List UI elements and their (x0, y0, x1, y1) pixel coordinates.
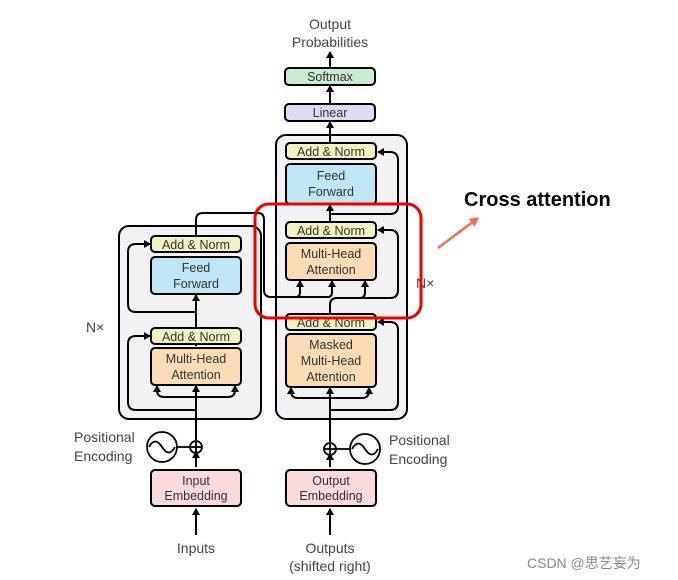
input-embedding-line1: Input (182, 474, 210, 488)
decoder-connectors (287, 51, 399, 467)
input-embedding-line2: Embedding (164, 489, 227, 503)
encoder-connectors (127, 212, 336, 467)
output-embedding-line2: Embedding (299, 489, 362, 503)
outputs-label: Outputs (305, 540, 354, 556)
encoder-feed-forward-line2: Forward (173, 277, 219, 291)
decoder-masked-attention-line2: Multi-Head (301, 354, 361, 368)
decoder-add-norm-3-label: Add & Norm (297, 145, 365, 159)
decoder-feed-forward-line2: Forward (308, 185, 354, 199)
output-embedding-line1: Output (312, 474, 350, 488)
linear-block[interactable] (284, 103, 376, 122)
decoder-positional-encoding-line1: Positional (389, 432, 450, 448)
encoder-add-norm-2[interactable] (150, 235, 242, 253)
encoder-add-icon (189, 440, 203, 454)
decoder-add-norm-3[interactable] (285, 142, 377, 160)
linear-label: Linear (313, 106, 348, 120)
decoder-cross-attention-line2: Attention (306, 263, 355, 277)
annotation-arrow (437, 217, 479, 249)
encoder-add-norm-2-label: Add & Norm (162, 238, 230, 252)
output-probabilities-line2: Probabilities (292, 34, 368, 50)
encoder-attention[interactable] (150, 347, 242, 386)
encoder-positional-encoding-icon (146, 431, 190, 463)
cross-attention-label: Cross attention (464, 189, 611, 211)
outputs-shifted-label: (shifted right) (289, 558, 371, 574)
decoder-masked-attention[interactable] (285, 333, 377, 388)
softmax-block[interactable] (284, 67, 376, 86)
softmax-label: Softmax (307, 70, 354, 84)
encoder-stack (118, 225, 262, 420)
decoder-feed-forward-line1: Feed (317, 169, 346, 183)
decoder-repeat-label: N× (416, 275, 434, 291)
inputs-label: Inputs (177, 540, 215, 556)
decoder-masked-attention-line1: Masked (309, 338, 353, 352)
decoder-cross-attention[interactable] (285, 242, 377, 281)
encoder-repeat-label: N× (86, 319, 104, 335)
encoder-attention-line1: Multi-Head (166, 352, 226, 366)
decoder-add-norm-2-label: Add & Norm (297, 224, 365, 238)
encoder-positional-encoding-line2: Encoding (74, 448, 132, 464)
output-probabilities-line1: Output (309, 16, 351, 32)
encoder-attention-line2: Attention (171, 368, 220, 382)
encoder-feed-forward-line1: Feed (182, 261, 211, 275)
encoder-add-norm-1-label: Add & Norm (162, 330, 230, 344)
decoder-positional-encoding-line2: Encoding (389, 451, 447, 467)
decoder-cross-attention-line1: Multi-Head (301, 247, 361, 261)
decoder-add-icon (323, 442, 337, 456)
encoder-add-norm-1[interactable] (150, 327, 242, 345)
output-embedding-block[interactable] (285, 469, 377, 507)
watermark: CSDN @思艺妄为 (527, 555, 641, 571)
cross-attention-highlight (253, 202, 423, 320)
input-embedding-block[interactable] (150, 469, 242, 507)
decoder-add-norm-2[interactable] (285, 221, 377, 239)
decoder-masked-attention-line3: Attention (306, 370, 355, 384)
encoder-feed-forward[interactable] (150, 256, 242, 295)
decoder-positional-encoding-icon (336, 433, 381, 465)
encoder-positional-encoding-line1: Positional (74, 429, 135, 445)
